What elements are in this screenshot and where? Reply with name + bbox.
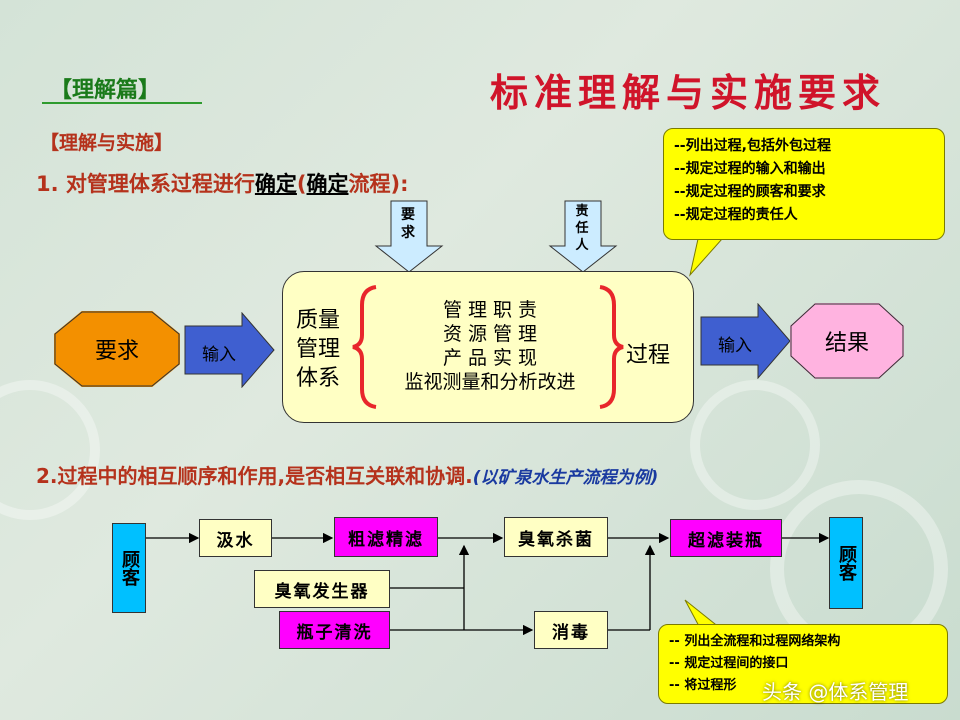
module-resources: 资 源 管 理 [442,323,538,345]
watermark: 头条 @体系管理 [762,680,909,704]
item-1-suffix: 流程): [348,172,409,196]
output-arrow [700,303,791,379]
ozone-sterilize-label: 臭氧杀菌 [518,529,594,550]
draw-water-node: 汲水 [199,519,272,557]
disinfect-node: 消毒 [534,611,608,649]
item-1-prefix: 1. 对管理体系过程进行 [36,172,255,196]
result-node-label: 结果 [824,331,869,356]
qms-modules: 管 理 职 责 资 源 管 理 产 品 实 现 监视测量和分析改进 [380,298,600,394]
callout-1-line: --规定过程的输入和输出 [674,161,826,177]
draw-water-label: 汲水 [216,530,255,551]
customer-left-label: 顾客 [119,550,140,586]
item-1-heading: 1. 对管理体系过程进行确定(确定流程): [36,168,409,198]
callout-1-line: --规定过程的责任人 [674,207,798,223]
callout-2-line: -- 列出全流程和过程网络架构 [669,634,841,649]
requirement-node-label: 要求 [94,339,139,364]
customer-left-node: 顾客 [112,523,146,613]
section-heading: 【理解与实施】 [40,132,174,154]
responsible-arrow-label: 责任人 [575,204,589,253]
requirement-down-arrow [374,200,444,273]
tag-underline [42,102,202,104]
result-node-outline [790,303,904,379]
filter-node: 粗滤精滤 [334,517,438,557]
callout-1-line: --列出过程,包括外包过程 [674,138,831,154]
module-management: 管 理 职 责 [442,299,538,321]
callout-2: -- 列出全流程和过程网络架构 -- 规定过程间的接口 -- 将过程形 [658,624,948,704]
module-product: 产 品 实 现 [442,347,538,369]
item-2-note: (以矿泉水生产流程为例) [472,468,659,488]
requirement-arrow-label: 要求 [401,207,415,241]
bottle-wash-label: 瓶子清洗 [296,622,373,643]
filter-label: 粗滤精滤 [348,529,424,550]
ozone-generator-node: 臭氧发生器 [254,570,390,608]
left-brace [352,285,377,409]
page-title: 标准理解与实施要求 [490,70,887,115]
input-arrow-label: 输入 [202,345,236,365]
item-1-paren: ( [296,172,307,196]
item-1-underline-2: 确定 [306,172,349,196]
requirement-node: 要求 [54,311,180,387]
ozone-generator-label: 臭氧发生器 [274,581,370,602]
callout-1: --列出过程,包括外包过程 --规定过程的输入和输出 --规定过程的顾客和要求 … [663,128,945,240]
output-arrow-label: 输入 [718,336,752,356]
item-2-heading: 2.过程中的相互顺序和作用,是否相互关联和协调.(以矿泉水生产流程为例) [36,460,658,489]
customer-right-node: 顾客 [829,517,863,609]
item-2-main: 2.过程中的相互顺序和作用,是否相互关联和协调. [36,464,473,488]
item-1-underline-1: 确定 [254,172,297,196]
disinfect-label: 消毒 [552,622,590,643]
module-monitoring: 监视测量和分析改进 [404,371,576,393]
callout-2-line: -- 将过程形 [669,678,737,693]
result-node: 结果 [790,303,904,379]
input-arrow [184,312,275,388]
customer-right-label: 顾客 [836,545,857,581]
qms-label: 质量管理体系 [296,308,341,391]
callout-1-pointer [689,230,731,277]
background-swirl [690,380,820,510]
bottle-wash-node: 瓶子清洗 [279,611,390,649]
section-tag: 【理解篇】 [50,78,161,103]
process-label: 过程 [626,343,671,368]
qms-box [282,271,694,423]
responsible-down-arrow [548,200,618,273]
ultra-fill-node: 超滤装瓶 [670,519,782,557]
requirement-node-outline [54,311,180,387]
ultra-fill-label: 超滤装瓶 [688,530,764,551]
callout-2-line: -- 规定过程间的接口 [669,656,789,671]
callout-1-line: --规定过程的顾客和要求 [674,184,826,200]
right-brace [599,285,624,409]
background-swirl [0,380,100,520]
ozone-sterilize-node: 臭氧杀菌 [504,517,608,557]
